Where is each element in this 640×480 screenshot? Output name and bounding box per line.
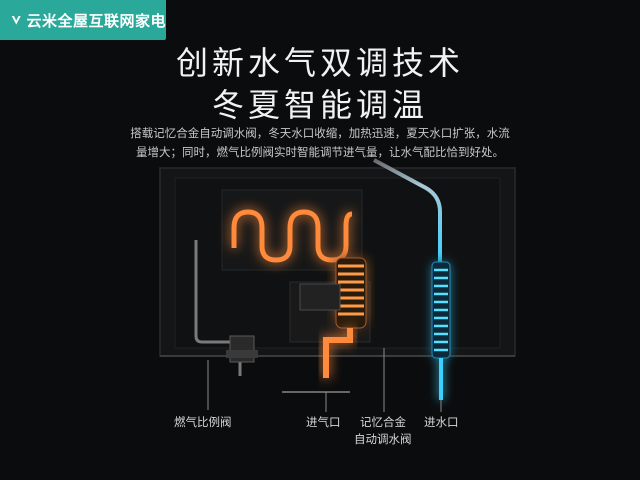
gas-inlet-label: 进气口 xyxy=(306,415,341,429)
gas-valve-label: 燃气比例阀 xyxy=(174,415,232,429)
heat-exchanger-coil xyxy=(231,209,353,263)
gas-inlet-fitting xyxy=(299,283,341,311)
brand-name: 云米全屋互联网家电 xyxy=(26,11,166,30)
brand-badge: 云米全屋互联网家电 xyxy=(0,0,166,40)
cold-water-pipe xyxy=(373,158,442,262)
gas-valve-block xyxy=(226,335,258,363)
memory-alloy-label-line-2: 自动调水阀 xyxy=(354,432,412,446)
headline-line-1: 创新水气双调技术 xyxy=(175,44,464,82)
memory-alloy-label-line-1: 记忆合金 xyxy=(360,415,406,429)
water-inlet-label: 进水口 xyxy=(424,415,459,429)
viomi-v-logo-icon xyxy=(11,16,21,25)
description-line-2: 量增大；同时，燃气比例阀实时智能调节进气量，让水气配比恰到好处。 xyxy=(136,145,504,159)
headline-line-2: 冬夏智能调温 xyxy=(211,86,428,124)
water-inlet-coil xyxy=(431,261,451,400)
leader-lines xyxy=(207,348,442,412)
description-line-1: 搭载记忆合金自动调水阀，冬天水口收缩，加热迅速，夏天水口扩张，水流 xyxy=(130,126,510,140)
